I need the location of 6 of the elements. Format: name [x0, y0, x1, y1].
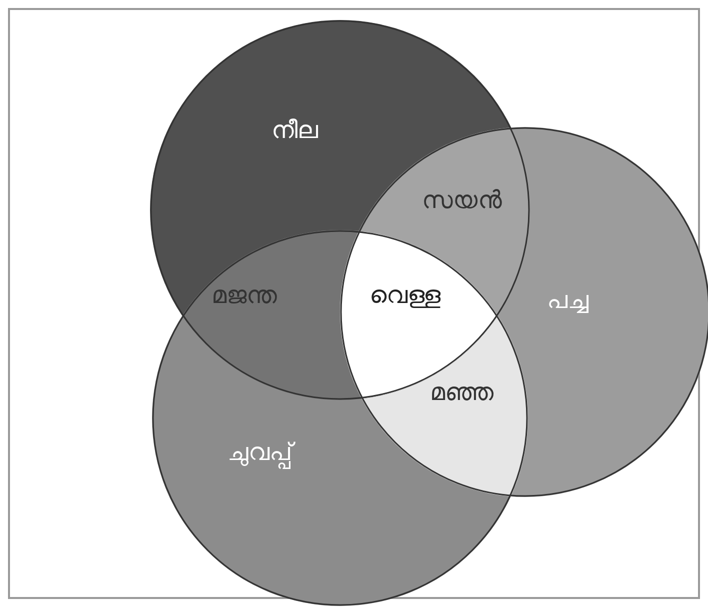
- region-label: വെള്ള: [370, 281, 440, 309]
- region-label: മജന്ത: [212, 281, 276, 309]
- region-label: സയൻ: [422, 186, 502, 214]
- region-label: നീല: [272, 116, 318, 144]
- region-label: മഞ്ഞ: [430, 378, 494, 406]
- region-label: പച്ച: [547, 286, 589, 314]
